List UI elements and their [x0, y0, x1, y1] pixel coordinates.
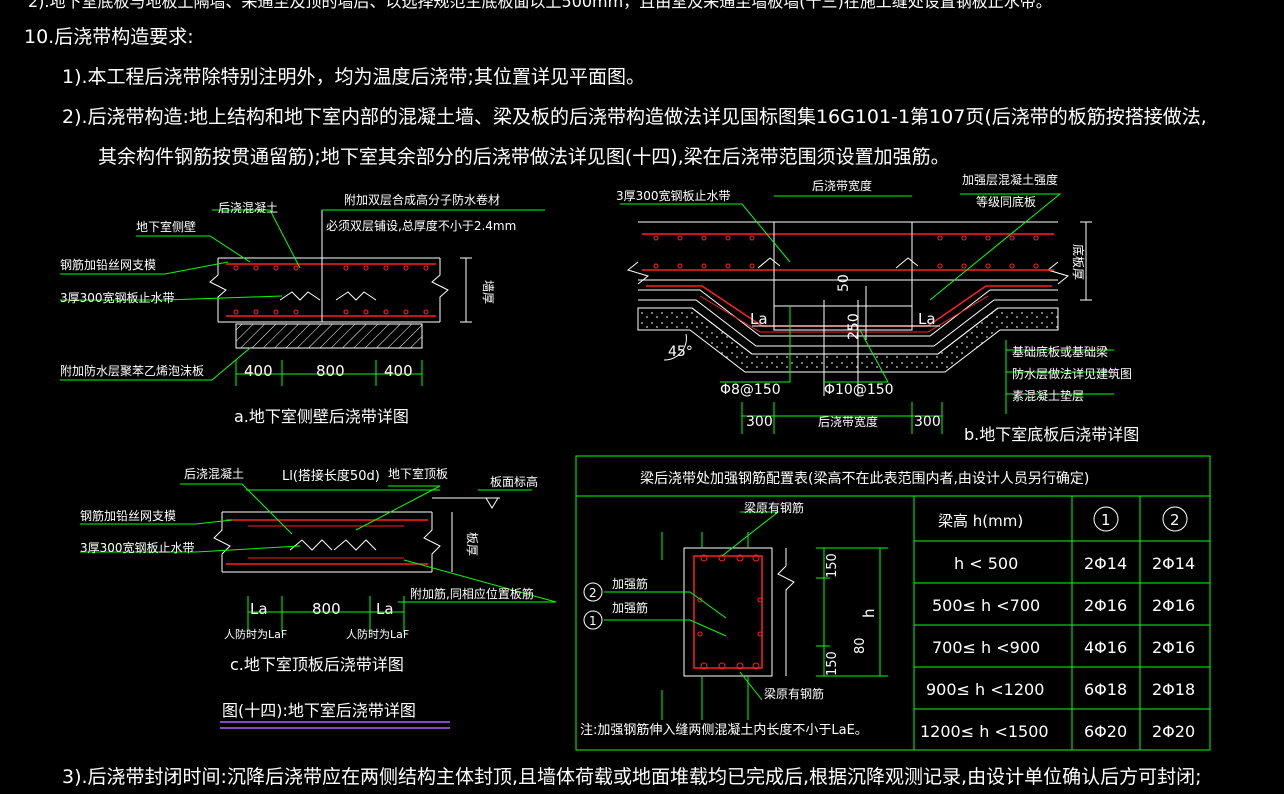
detail-b-label-strength: 加强层混凝土强度 — [962, 172, 1058, 187]
table-row-1-col1: 2Φ14 — [1084, 554, 1127, 573]
detail-b-dim-50: 50 — [836, 274, 852, 292]
detail-b-legend-2: 防水层做法详见建筑图 — [1012, 366, 1132, 381]
detail-a-label-waterstop: 3厚300宽钢板止水带 — [60, 290, 175, 305]
detail-a-dim-1: 400 — [244, 362, 273, 380]
detail-c-label-thickness: 板厚 — [465, 532, 479, 556]
detail-a-caption: a.地下室侧壁后浇带详图 — [234, 407, 409, 426]
detail-b-rebar-1: Φ8@150 — [720, 382, 781, 398]
detail-b-la-left: La — [750, 310, 768, 328]
beam-table-note: 注:加强钢筋伸入缝两侧混凝土内长度不小于LaE。 — [580, 722, 868, 738]
beam-dim-150-bottom: 150 — [825, 651, 840, 676]
beam-circle-2: 2 — [589, 586, 597, 600]
detail-c-dim-1: La — [250, 600, 268, 618]
table-row-2-col2: 2Φ16 — [1152, 596, 1195, 615]
detail-b-dim-bottom-2: 后浇带宽度 — [818, 414, 878, 429]
section-title: 10.后浇带构造要求: — [24, 26, 194, 48]
detail-a-wall-post-pour-strip — [60, 209, 545, 386]
beam-label-top: 梁原有钢筋 — [744, 500, 804, 515]
table-row-4-col1: 6Φ18 — [1084, 680, 1127, 699]
table-row-2-height: 500≤ h <700 — [932, 596, 1040, 615]
detail-a-label-membrane: 附加双层合成高分子防水卷材 — [344, 192, 500, 207]
detail-b-la-right: La — [918, 310, 936, 328]
beam-dim-80: 80 — [853, 637, 868, 654]
table-row-5-col1: 6Φ20 — [1084, 722, 1127, 741]
beam-dim-h: h — [860, 608, 878, 618]
beam-label-add-1: 加强筋 — [612, 600, 648, 615]
detail-b-dim-bottom-3: 300 — [914, 414, 941, 430]
beam-table-header-1: 1 — [1101, 511, 1111, 529]
detail-b-slab-post-pour-strip — [620, 193, 1114, 434]
table-row-4-col2: 2Φ18 — [1152, 680, 1195, 699]
table-row-5-height: 1200≤ h <1500 — [920, 722, 1049, 741]
table-row-4-height: 900≤ h <1200 — [926, 680, 1044, 699]
detail-a-dim-3: 400 — [384, 362, 413, 380]
detail-a-dim-2: 800 — [316, 362, 345, 380]
detail-b-angle: 45° — [668, 344, 693, 360]
detail-c-dim-3: La — [376, 600, 394, 618]
detail-b-dim-bottom-1: 300 — [746, 414, 773, 430]
detail-c-caption: c.地下室顶板后浇带详图 — [230, 655, 404, 674]
note-item-1: 1).本工程后浇带除特别注明外，均为温度后浇带;其位置详见平面图。 — [62, 66, 645, 88]
table-row-3-col2: 2Φ16 — [1152, 638, 1195, 657]
detail-b-label-width: 后浇带宽度 — [812, 178, 872, 193]
detail-c-label-extra: 附加筋,同相应位置板筋 — [410, 586, 534, 601]
detail-c-civil-right: 人防时为LaF — [346, 627, 409, 641]
beam-label-bottom: 梁原有钢筋 — [764, 686, 824, 701]
beam-table-header-2: 2 — [1170, 511, 1180, 529]
detail-a-label-thickness: 墙厚 — [481, 280, 495, 304]
detail-c-label-waterstop: 3厚300宽钢板止水带 — [80, 540, 195, 555]
table-row-5-col2: 2Φ20 — [1152, 722, 1195, 741]
detail-b-label-thickness: 底板厚 — [1071, 244, 1086, 280]
beam-section-sketch — [583, 506, 1188, 720]
detail-c-roof-post-pour-strip — [80, 483, 557, 729]
detail-c-label-mesh: 钢筋加铅丝网支模 — [80, 508, 176, 523]
table-row-1-col2: 2Φ14 — [1152, 554, 1195, 573]
note-item-3: 3).后浇带封闭时间:沉降后浇带应在两侧结构主体封顶,且墙体荷载或地面堆载均已完… — [62, 766, 1202, 788]
beam-circle-1: 1 — [589, 614, 597, 628]
beam-table-header-height: 梁高 h(mm) — [938, 512, 1023, 530]
detail-c-civil-left: 人防时为LaF — [224, 627, 287, 641]
detail-b-rebar-2: Φ10@150 — [824, 382, 894, 398]
detail-b-legend-1: 基础底板或基础梁 — [1012, 344, 1108, 359]
detail-b-legend-3: 素混凝土垫层 — [1012, 388, 1084, 403]
beam-dim-150-top: 150 — [825, 553, 840, 578]
table-row-3-height: 700≤ h <900 — [932, 638, 1040, 657]
header-cut-line: 2).地下室底板与地板上隔墙、采通至及顶的墙后、以选择规范主底板面以上500mm… — [28, 0, 1052, 11]
detail-a-label-board: 附加防水层聚苯乙烯泡沫板 — [60, 363, 204, 378]
detail-a-label-mesh: 钢筋加铅丝网支模 — [60, 257, 156, 272]
beam-label-add-2: 加强筋 — [612, 576, 648, 591]
detail-c-label-level: 板面标高 — [490, 474, 538, 489]
table-row-2-col1: 2Φ16 — [1084, 596, 1127, 615]
beam-table-frame — [575, 455, 1211, 751]
table-row-3-col1: 4Φ16 — [1084, 638, 1127, 657]
figure-title: 图(十四):地下室后浇带详图 — [222, 701, 416, 720]
detail-c-label-roof: 地下室顶板 — [388, 466, 448, 481]
table-row-1-height: h < 500 — [954, 554, 1018, 573]
detail-c-label-concrete: 后浇混凝土 — [184, 466, 244, 481]
detail-b-label-strength-2: 等级同底板 — [976, 194, 1036, 209]
detail-a-label-membrane-note: 必须双层铺设,总厚度不小于2.4mm — [326, 218, 516, 233]
detail-a-label-wall: 地下室侧壁 — [136, 219, 196, 234]
detail-b-label-waterstop: 3厚300宽钢板止水带 — [616, 188, 731, 203]
detail-c-dim-2: 800 — [312, 600, 341, 618]
note-item-2-line-1: 2).后浇带构造:地上结构和地下室内部的混凝土墙、梁及板的后浇带构造做法详见国标… — [62, 106, 1207, 128]
detail-c-label-lap: Ll(搭接长度50d) — [282, 468, 380, 484]
beam-table-title: 梁后浇带处加强钢筋配置表(梁高不在此表范围内者,由设计人员另行确定) — [640, 470, 1089, 487]
detail-b-caption: b.地下室底板后浇带详图 — [964, 425, 1139, 444]
detail-a-label-concrete: 后浇混凝土 — [218, 200, 278, 215]
note-item-2-line-2: 其余构件钢筋按贯通留筋);地下室其余部分的后浇带做法详见图(十四),梁在后浇带范… — [98, 146, 950, 168]
detail-b-dim-250: 250 — [846, 313, 862, 340]
